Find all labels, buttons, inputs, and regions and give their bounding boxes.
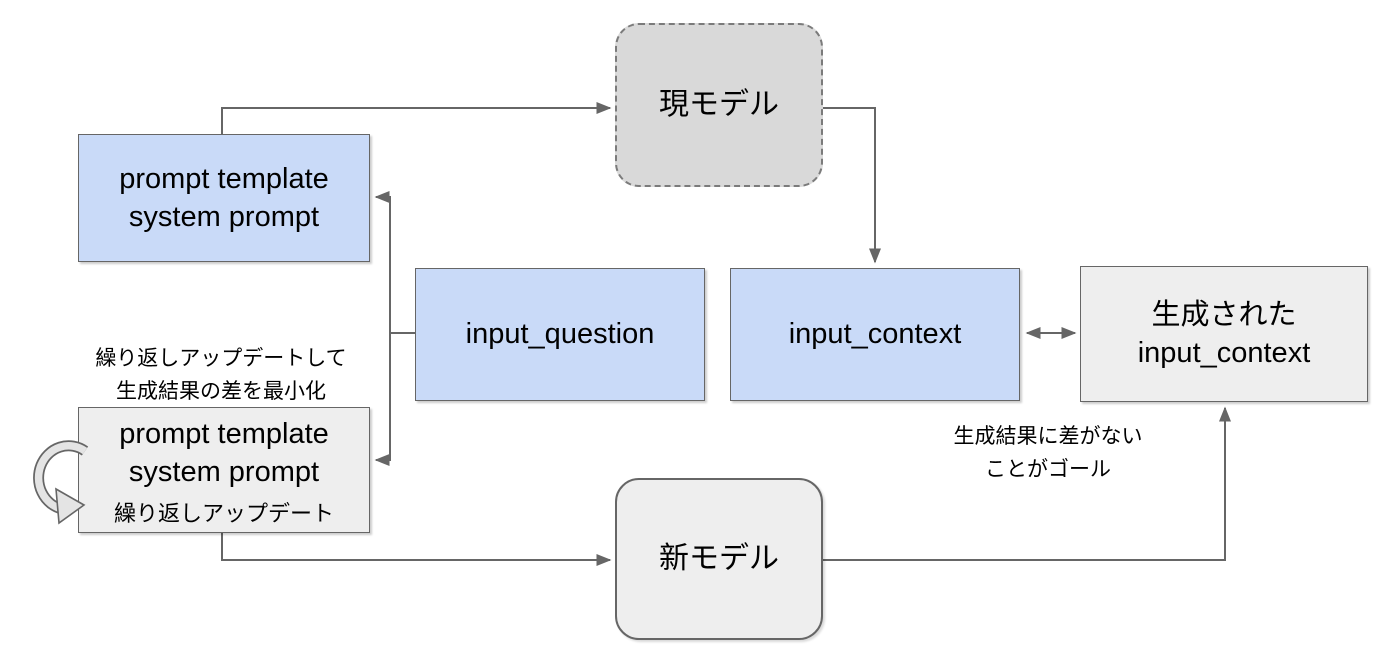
node-prompt-template-new: prompt template system prompt 繰り返しアップデート bbox=[78, 407, 370, 533]
node-generated-input-context-label: 生成された input_context bbox=[1137, 298, 1311, 369]
arrow-prompt-to-current-model bbox=[221, 102, 612, 134]
loop-arrow-icon bbox=[33, 440, 89, 525]
node-new-model: 新モデル bbox=[615, 478, 823, 640]
node-current-model-label: 現モデル bbox=[659, 88, 779, 122]
node-input-context-label: input_context bbox=[788, 318, 962, 351]
node-input-context: input_context bbox=[730, 268, 1020, 401]
node-input-question: input_question bbox=[415, 268, 705, 401]
arrow-question-to-prompt-top bbox=[374, 191, 415, 334]
node-input-question-label: input_question bbox=[465, 318, 655, 351]
node-prompt-template-current-label: prompt template system prompt bbox=[119, 162, 329, 233]
node-generated-input-context: 生成された input_context bbox=[1080, 266, 1368, 402]
node-new-model-label: 新モデル bbox=[659, 542, 779, 576]
arrow-new-model-to-generated bbox=[823, 406, 1231, 561]
node-prompt-template-current: prompt template system prompt bbox=[78, 134, 370, 262]
arrow-prompt-to-new-model bbox=[221, 533, 612, 566]
node-prompt-template-new-sublabel: 繰り返しアップデート bbox=[113, 500, 334, 526]
arrow-question-to-prompt-bottom bbox=[374, 333, 391, 466]
annotation-iterate-minimize: 繰り返しアップデートして 生成結果の差を最小化 bbox=[95, 347, 347, 403]
arrow-current-model-to-input-context bbox=[823, 107, 881, 264]
node-prompt-template-new-label: prompt template system prompt bbox=[119, 418, 329, 489]
node-current-model: 現モデル bbox=[615, 23, 823, 187]
annotation-goal: 生成結果に差がない ことがゴール bbox=[953, 425, 1143, 481]
